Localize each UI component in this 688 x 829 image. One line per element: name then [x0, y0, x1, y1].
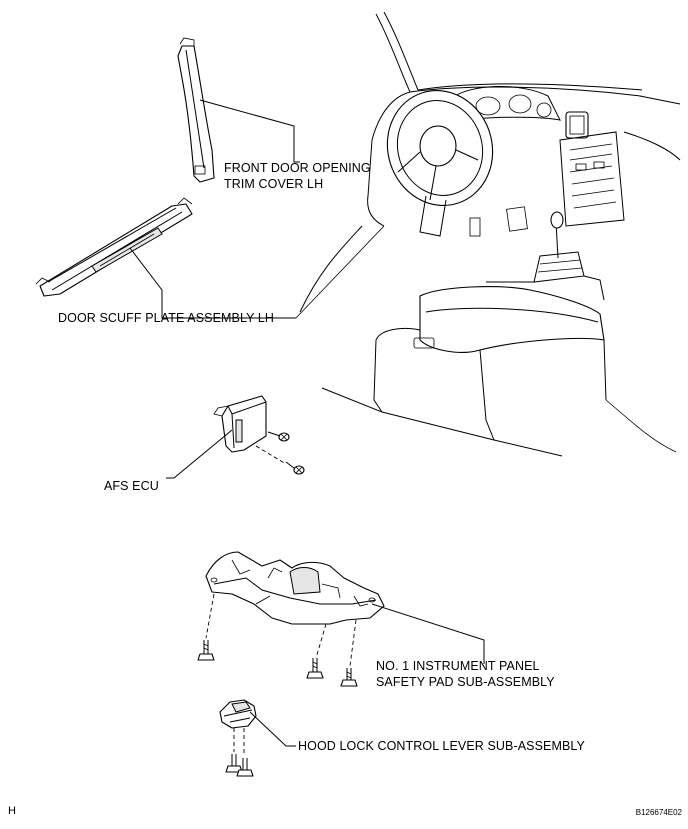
label-hood-lock-lever: HOOD LOCK CONTROL LEVER SUB-ASSEMBLY — [298, 739, 586, 753]
front-door-opening-trim-cover-part — [177, 37, 215, 183]
vehicle-interior-illustration — [295, 11, 681, 457]
figure-id: B126674E02 — [636, 808, 683, 817]
screw-icon — [225, 754, 243, 773]
label-afs-ecu: AFS ECU — [104, 479, 159, 493]
door-scuff-plate-part — [35, 197, 193, 297]
leader-line-afs-ecu — [166, 429, 233, 479]
label-front-door-trim-line2: TRIM COVER LH — [224, 177, 323, 191]
screw-icon — [340, 668, 358, 687]
screw-icon — [236, 758, 254, 777]
hood-lock-control-lever-part — [219, 699, 257, 777]
leader-line-front-door-trim — [199, 99, 300, 163]
instrument-panel-safety-pad-part — [197, 551, 385, 687]
leader-line-door-scuff-plate — [129, 247, 296, 319]
label-safety-pad-line1: NO. 1 INSTRUMENT PANEL — [376, 659, 540, 673]
screw-icon — [197, 640, 215, 661]
afs-ecu-part — [213, 395, 305, 475]
screw-icon — [306, 658, 324, 679]
bolt-icon — [267, 431, 290, 442]
label-door-scuff-plate: DOOR SCUFF PLATE ASSEMBLY LH — [58, 311, 274, 325]
label-front-door-trim-line1: FRONT DOOR OPENING — [224, 161, 371, 175]
leader-line-safety-pad — [371, 603, 485, 664]
corner-left-code: H — [8, 805, 16, 817]
leader-line-hood-lock-lever — [249, 711, 296, 747]
label-safety-pad-line2: SAFETY PAD SUB-ASSEMBLY — [376, 675, 555, 689]
bolt-icon — [285, 461, 305, 475]
